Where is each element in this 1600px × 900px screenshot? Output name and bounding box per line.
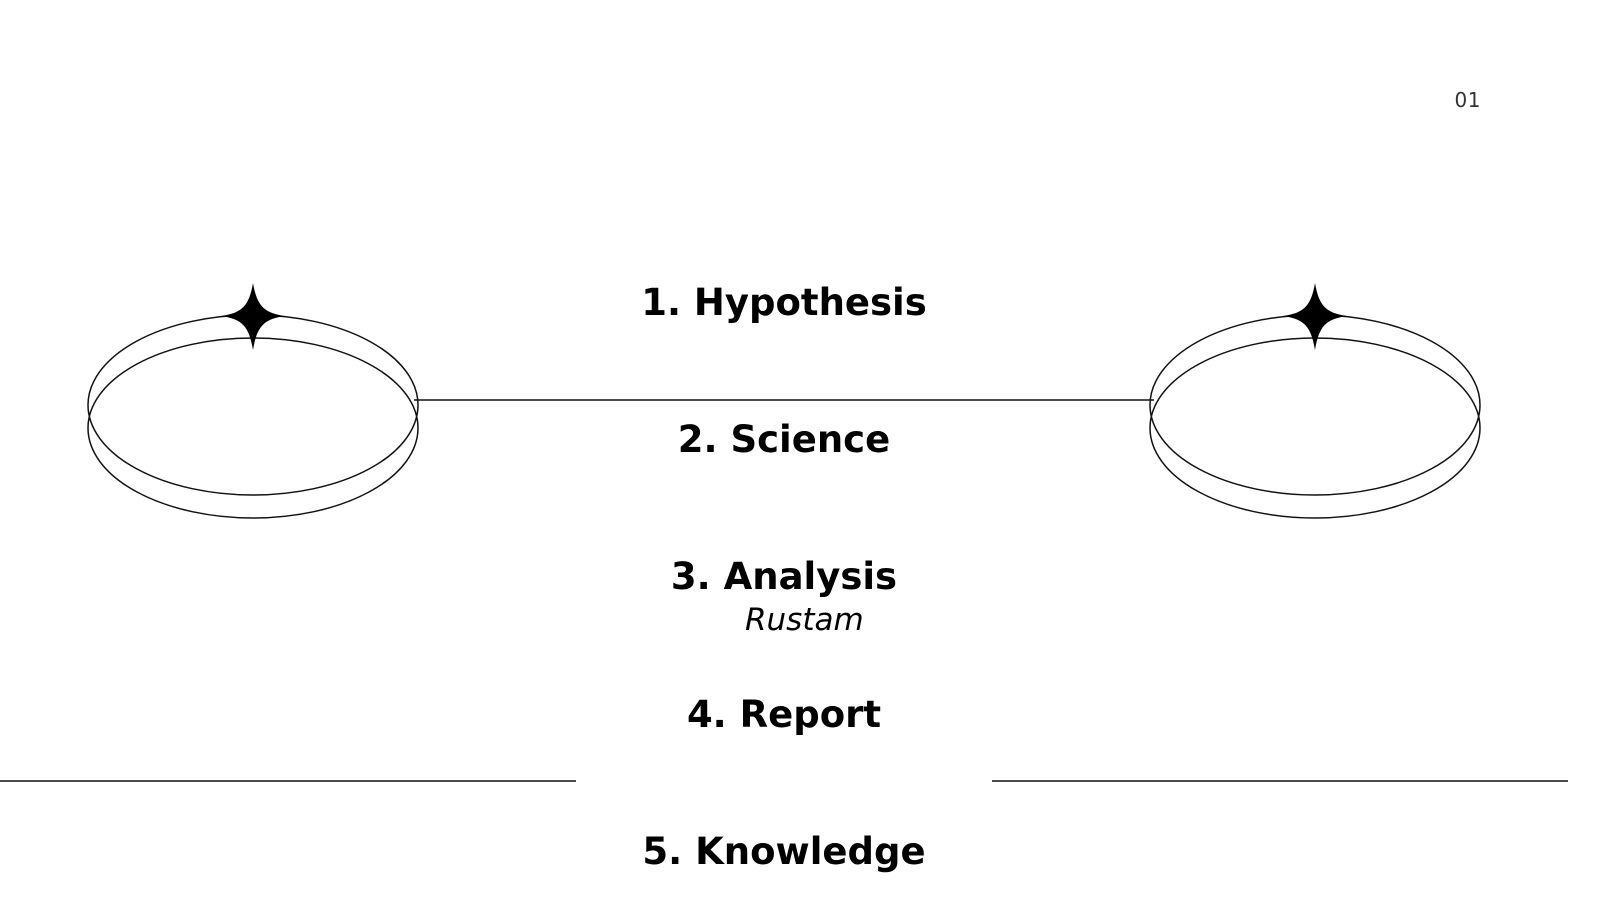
agenda-item-analysis-author: Rustam (745, 602, 864, 638)
agenda-item-report: 4. Report (686, 693, 882, 736)
agenda-item-analysis: 3. Analysis (670, 555, 898, 598)
slide: 01 1. Hypothesis 2. Science 3. Analysis … (0, 88, 1568, 873)
page-number: 01 (1454, 88, 1481, 112)
agenda-item-knowledge: 5. Knowledge (642, 830, 926, 873)
ring-ellipse-icon (87, 314, 419, 519)
agenda-item-hypothesis: 1. Hypothesis (641, 281, 927, 324)
agenda-item-science: 2. Science (677, 418, 891, 461)
ring-ellipse-icon (1149, 314, 1481, 519)
